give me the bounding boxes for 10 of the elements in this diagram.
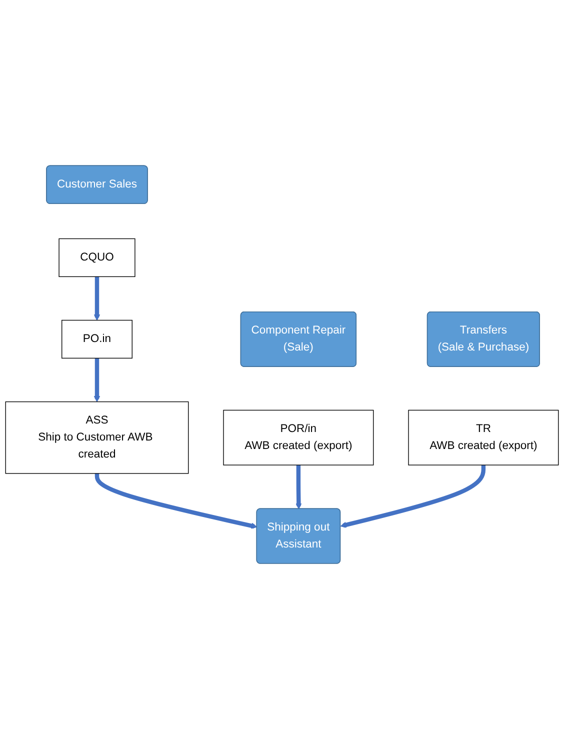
- node-box: POR/in AWB created (export): [223, 410, 374, 466]
- node-box: ASS Ship to Customer AWB created: [5, 402, 189, 474]
- node-box: PO.in: [62, 320, 132, 360]
- arrow: [94, 358, 100, 403]
- arrow: [94, 277, 100, 321]
- arrow: [94, 474, 258, 530]
- node-box: TR AWB created (export): [408, 410, 559, 466]
- arrow: [340, 466, 486, 528]
- arrow: [296, 466, 302, 510]
- node-box: CQUO: [58, 238, 136, 278]
